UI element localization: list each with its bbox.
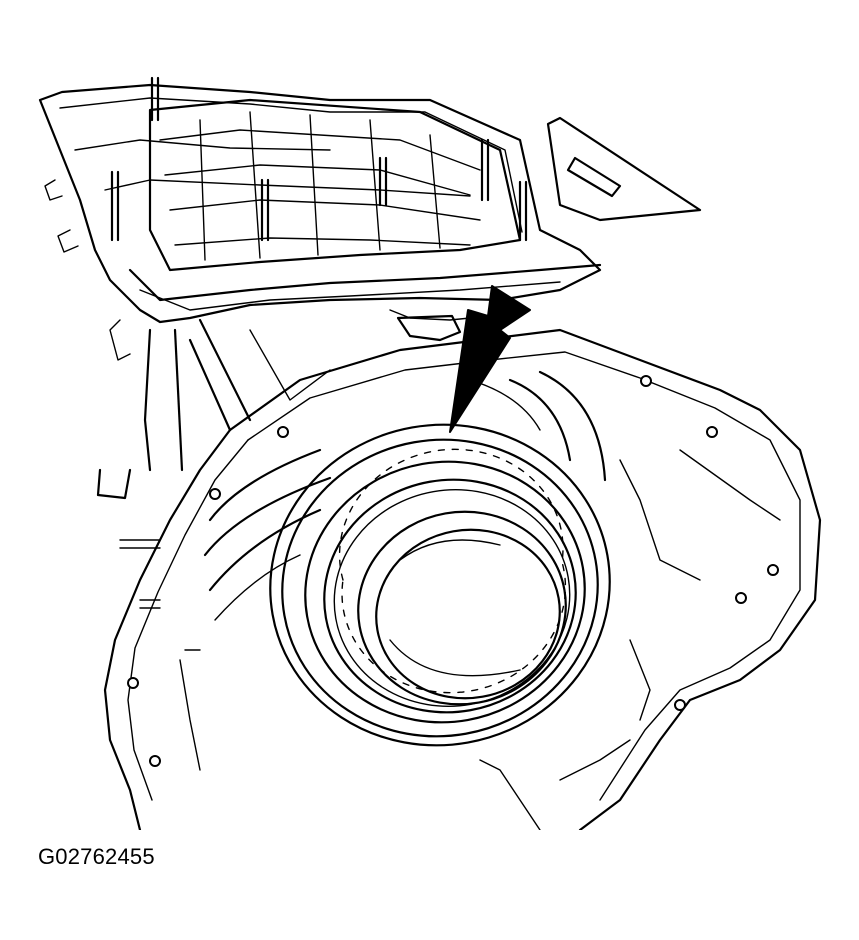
front-oil-seal: [269, 423, 611, 747]
mounting-bracket: [546, 116, 702, 222]
case-side-details: [96, 309, 781, 830]
figure-code: G02762455: [38, 844, 155, 869]
pointer-arrow: [449, 285, 531, 433]
garter-spring: [338, 448, 567, 694]
bell-housing-flange: [103, 328, 822, 830]
housing-interior: [203, 370, 607, 621]
valve-body-assembly: [38, 76, 602, 361]
transmission-case-illustration: [38, 76, 822, 830]
